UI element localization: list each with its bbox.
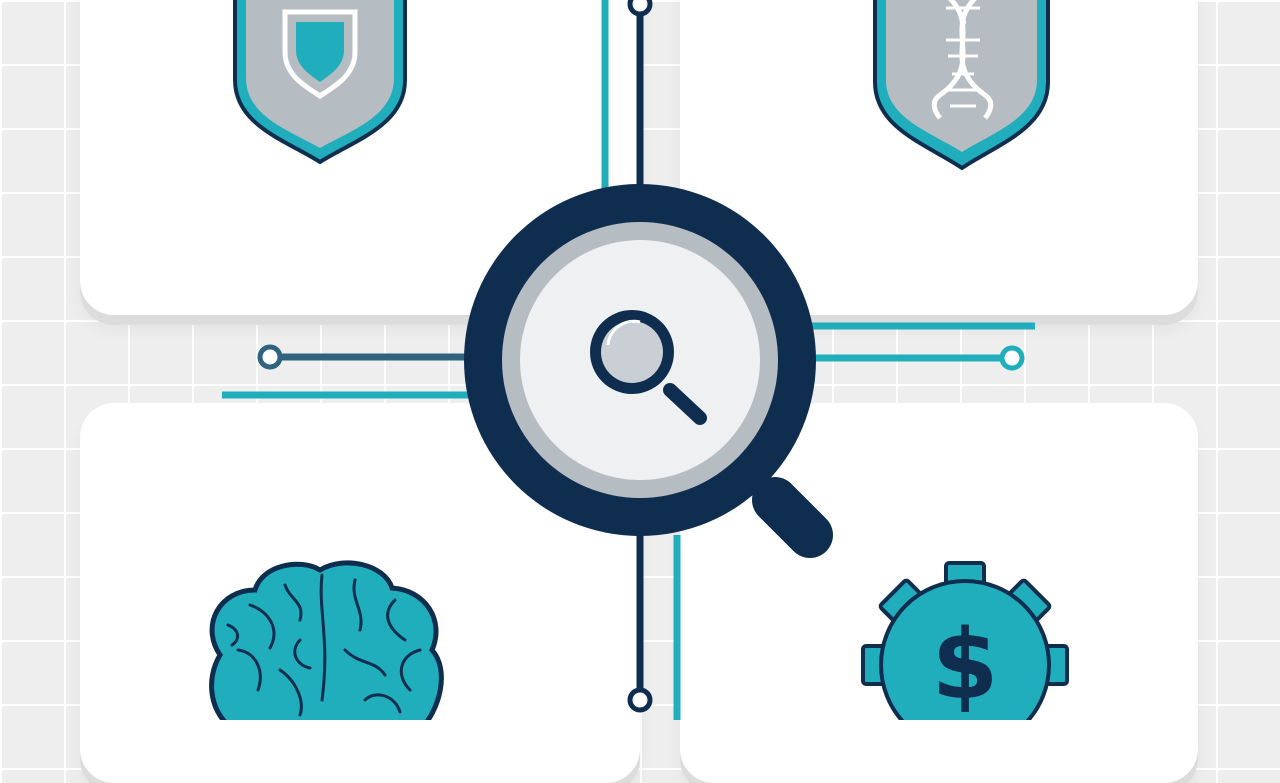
brain-icon xyxy=(209,560,444,720)
connector-left-node xyxy=(257,344,283,370)
police-badge-icon xyxy=(233,0,407,165)
gear-dollar-icon: $ xyxy=(861,561,1069,720)
connector-bottom-node xyxy=(627,687,653,713)
dollar-sign: $ xyxy=(932,609,999,720)
search-icon xyxy=(590,310,707,425)
connector-right-node xyxy=(999,345,1025,371)
connector-top-node xyxy=(627,0,653,17)
connector-lines xyxy=(222,0,1035,720)
dna-badge-icon xyxy=(873,0,1050,171)
magnifying-glass-icon xyxy=(464,184,833,558)
connector-diagram: $ xyxy=(209,0,1069,720)
